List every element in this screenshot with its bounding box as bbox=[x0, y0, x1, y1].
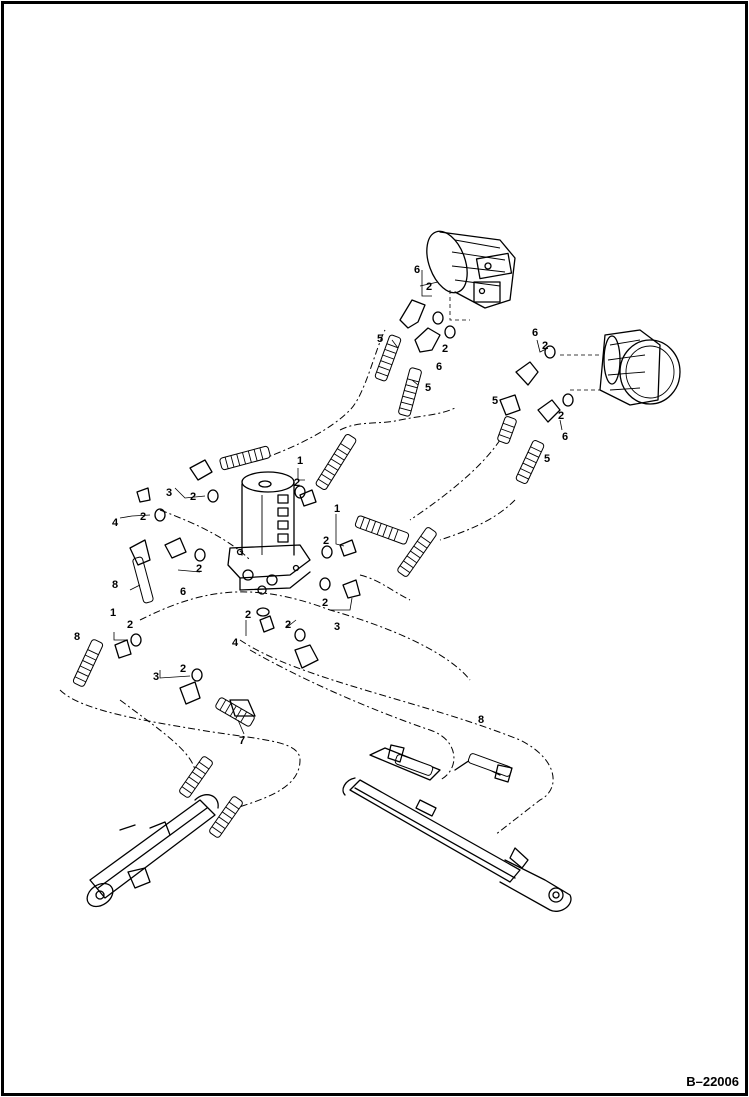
callout-leaders bbox=[113, 270, 563, 735]
callout-8: 8 bbox=[112, 579, 118, 591]
callout-7: 7 bbox=[239, 735, 245, 747]
callout-2: 2 bbox=[442, 343, 448, 355]
spring-guards bbox=[72, 334, 545, 838]
o-rings bbox=[130, 311, 574, 682]
callout-2: 2 bbox=[542, 340, 548, 352]
callout-3: 3 bbox=[166, 487, 172, 499]
callout-3: 3 bbox=[334, 621, 340, 633]
callout-2: 2 bbox=[322, 597, 328, 609]
callout-2: 2 bbox=[127, 619, 133, 631]
travel-motor-upper bbox=[426, 230, 516, 321]
callout-2: 2 bbox=[285, 619, 291, 631]
callout-6: 6 bbox=[436, 361, 442, 373]
callout-2: 2 bbox=[558, 410, 564, 422]
callout-8: 8 bbox=[478, 714, 484, 726]
callout-1: 1 bbox=[110, 607, 116, 619]
callout-1: 1 bbox=[297, 455, 303, 467]
callout-1: 1 bbox=[334, 503, 340, 515]
callout-labels: 1 1 1 2 2 2 2 2 2 2 2 2 2 2 2 2 2 3 3 3 … bbox=[74, 264, 568, 747]
callout-6: 6 bbox=[532, 327, 538, 339]
callout-5: 5 bbox=[492, 395, 498, 407]
figure-id: B–22006 bbox=[686, 1074, 739, 1089]
swivel-joint bbox=[227, 471, 311, 595]
callout-2: 2 bbox=[294, 477, 300, 489]
callout-2: 2 bbox=[140, 511, 146, 523]
callout-2: 2 bbox=[180, 663, 186, 675]
callout-5: 5 bbox=[425, 382, 431, 394]
callout-2: 2 bbox=[190, 491, 196, 503]
callout-2: 2 bbox=[245, 609, 251, 621]
callout-4: 4 bbox=[232, 637, 239, 649]
callout-2: 2 bbox=[196, 563, 202, 575]
fittings bbox=[114, 299, 561, 783]
cylinder-lower-left bbox=[86, 794, 219, 908]
callout-8: 8 bbox=[74, 631, 80, 643]
hose-routes bbox=[59, 329, 554, 836]
callout-6: 6 bbox=[414, 264, 420, 276]
callout-6: 6 bbox=[180, 586, 186, 598]
callout-5: 5 bbox=[377, 333, 383, 345]
callout-6: 6 bbox=[562, 431, 568, 443]
callout-4: 4 bbox=[112, 517, 119, 529]
callout-3: 3 bbox=[153, 671, 159, 683]
travel-motor-right bbox=[560, 329, 681, 406]
callout-5: 5 bbox=[544, 453, 550, 465]
callout-2: 2 bbox=[426, 281, 432, 293]
cylinder-lower-right bbox=[342, 747, 572, 912]
callout-2: 2 bbox=[323, 535, 329, 547]
